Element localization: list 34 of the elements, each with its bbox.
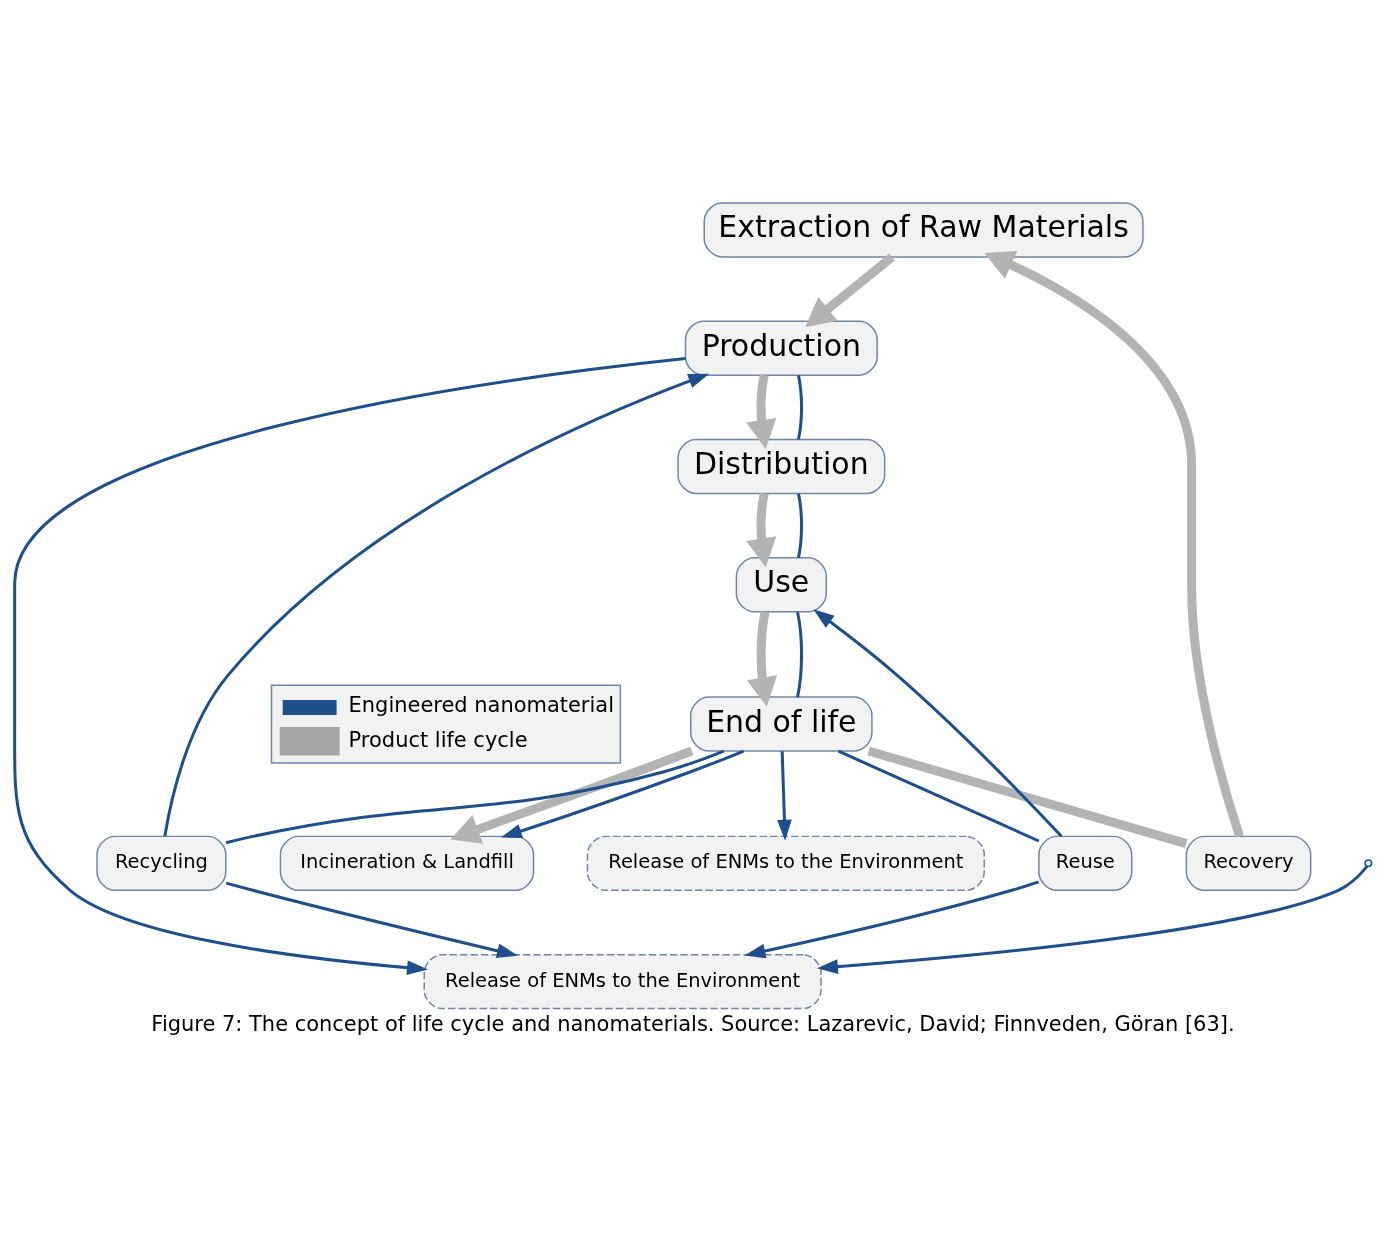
connector bbox=[797, 493, 804, 559]
legend-label: Engineered nanomaterial bbox=[348, 693, 614, 718]
caption: Figure 7: The concept of life cycle and nanomaterials. Source: Lazarevic, David; Finnveden, Göran [63]. bbox=[151, 1012, 1235, 1037]
node-box: Recycling bbox=[96, 835, 227, 892]
arrow bbox=[225, 881, 518, 958]
arrow bbox=[816, 865, 1369, 974]
connector bbox=[225, 749, 725, 845]
node-box: End of life bbox=[690, 696, 873, 752]
connector bbox=[837, 749, 1040, 843]
connector bbox=[867, 746, 1188, 848]
arrow bbox=[500, 749, 745, 839]
node-box: Production bbox=[684, 320, 878, 376]
arrow bbox=[450, 746, 694, 844]
node-box: Extraction of Raw Materials bbox=[703, 202, 1144, 258]
node-box: Incineration & Landfill bbox=[279, 835, 535, 892]
node-box: Recovery bbox=[1185, 835, 1312, 892]
arrow bbox=[746, 492, 777, 568]
arrow bbox=[805, 253, 895, 328]
node-box: Distribution bbox=[677, 438, 886, 495]
node-box: Reuse bbox=[1038, 835, 1133, 892]
node-box: Use bbox=[735, 557, 827, 613]
node-box: Release of ENMs to the Environment bbox=[586, 835, 985, 892]
arrow bbox=[813, 609, 1063, 838]
arrow bbox=[744, 880, 1040, 959]
arrow bbox=[746, 611, 778, 707]
connector bbox=[796, 611, 803, 698]
arrow bbox=[984, 250, 1244, 838]
arrow bbox=[746, 374, 777, 450]
legend-label: Product life cycle bbox=[348, 727, 528, 752]
arrow bbox=[777, 751, 792, 841]
arrow bbox=[163, 373, 710, 837]
arrow bbox=[13, 357, 686, 976]
node-box: Release of ENMs to the Environment bbox=[423, 953, 822, 1010]
connector bbox=[797, 375, 804, 440]
